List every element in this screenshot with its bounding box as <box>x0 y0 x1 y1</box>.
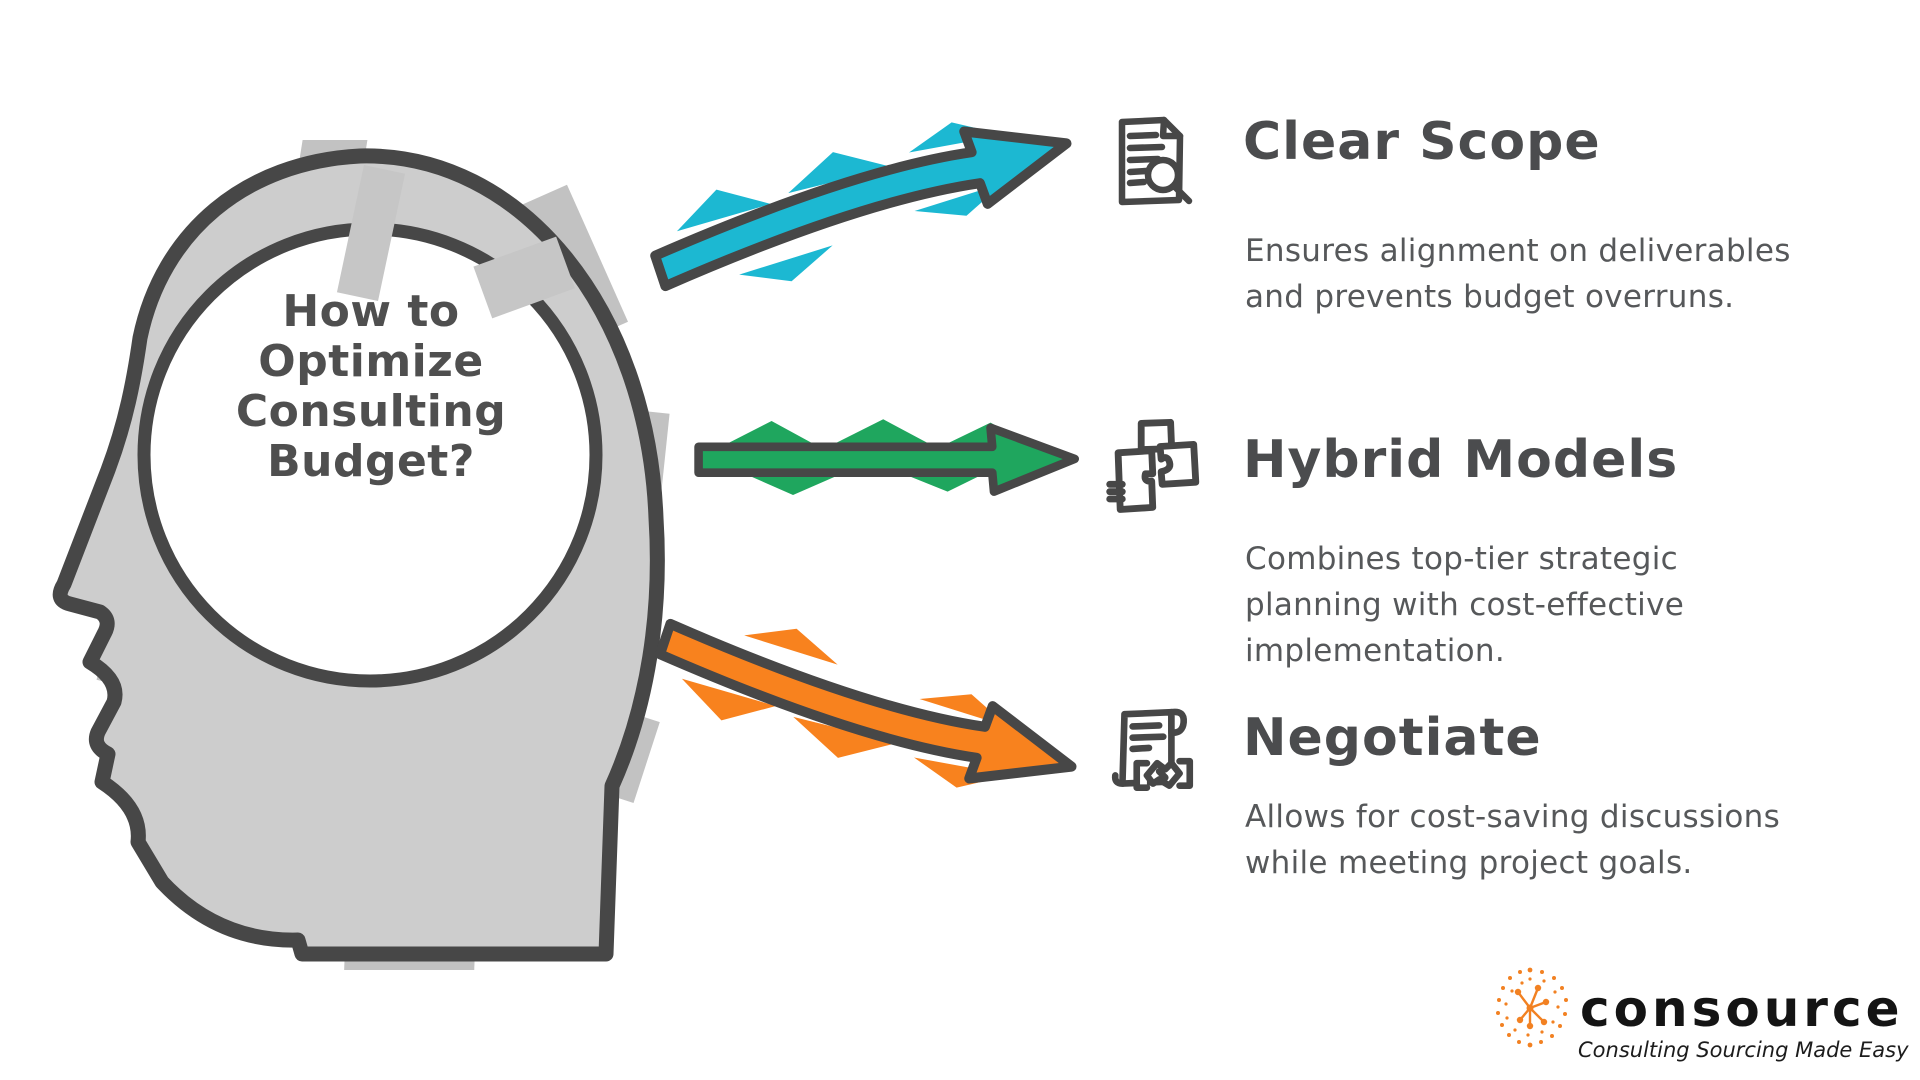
logo-tagline: Consulting Sourcing Made Easy <box>1578 1038 1909 1062</box>
network-sphere-icon <box>1496 967 1568 1048</box>
desc-line: while meeting project goals. <box>1245 845 1693 881</box>
desc-line: Ensures alignment on deliverables <box>1245 233 1791 269</box>
arrow-hybrid-models <box>690 402 1085 514</box>
desc-line: and prevents budget overruns. <box>1245 279 1735 315</box>
hybrid-models-description: Combines top-tier strategic planning wit… <box>1245 536 1684 674</box>
hybrid-models-title: Hybrid Models <box>1243 430 1679 490</box>
puzzle-pieces-icon <box>1095 415 1200 520</box>
desc-line: Combines top-tier strategic <box>1245 541 1678 577</box>
arrow-negotiate <box>633 564 1106 825</box>
head-title-line: Budget? <box>267 436 475 487</box>
negotiate-description: Allows for cost-saving discussions while… <box>1245 794 1780 886</box>
head-title-line: Consulting <box>235 386 507 437</box>
document-magnifier-icon <box>1100 112 1200 212</box>
clear-scope-title: Clear Scope <box>1243 112 1601 172</box>
logo-wordmark: consource <box>1580 980 1904 1038</box>
arrow-clear-scope <box>628 84 1101 345</box>
desc-line: Allows for cost-saving discussions <box>1245 799 1781 835</box>
head-question-title: How to Optimize Consulting Budget? <box>205 287 537 487</box>
head-silhouette <box>52 140 670 970</box>
head-title-line: How to <box>282 286 460 337</box>
head-title-line: Optimize <box>258 336 484 387</box>
clear-scope-description: Ensures alignment on deliverables and pr… <box>1245 228 1791 320</box>
desc-line: implementation. <box>1245 633 1505 669</box>
negotiate-title: Negotiate <box>1243 708 1542 768</box>
desc-line: planning with cost-effective <box>1245 587 1685 623</box>
contract-handshake-icon <box>1100 702 1202 804</box>
